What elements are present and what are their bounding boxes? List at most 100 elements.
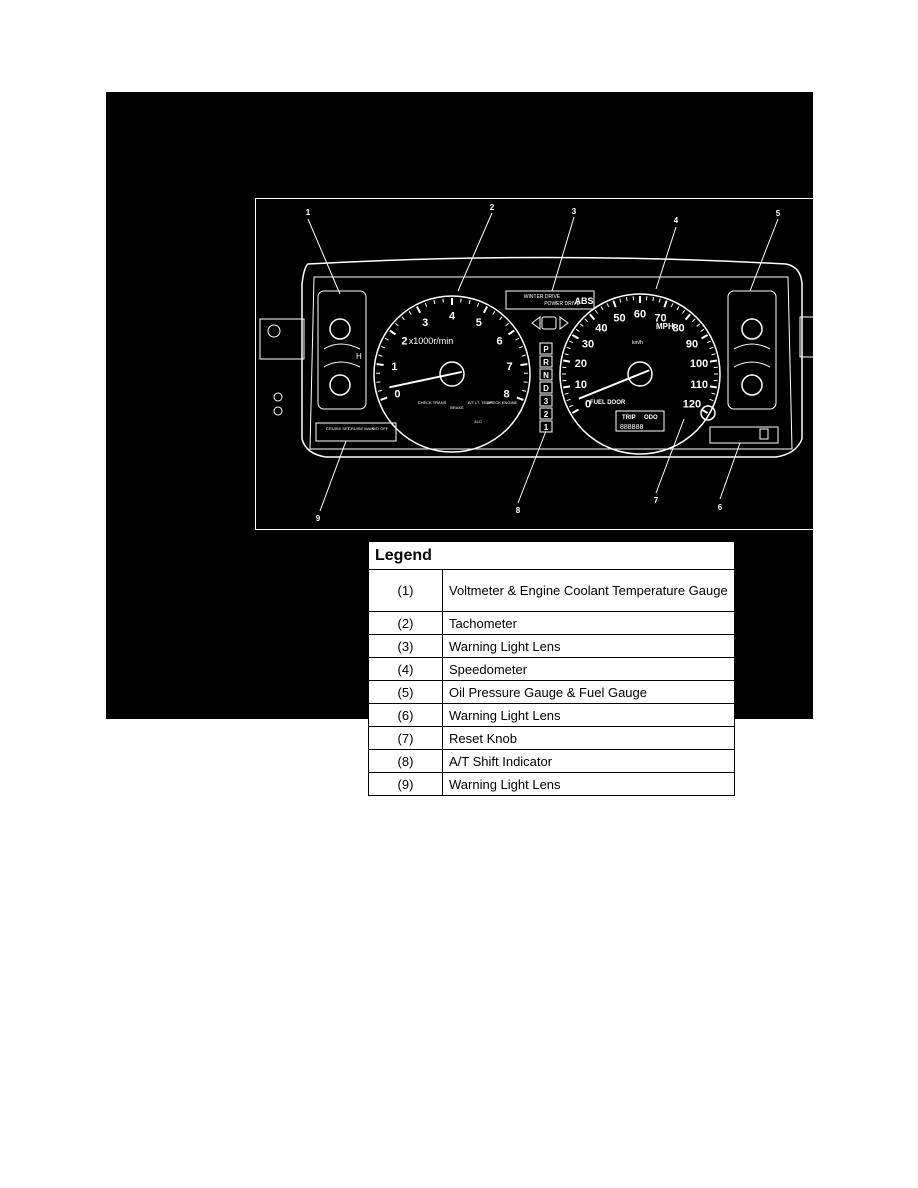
- tach-minor-tick: [424, 302, 428, 307]
- turn-left-arrow-icon: [531, 316, 541, 330]
- odo-label: ODO: [644, 415, 658, 421]
- reset-knob[interactable]: [700, 405, 716, 421]
- legend-label: Warning Light Lens: [442, 703, 735, 727]
- shift-position-box: [539, 368, 553, 381]
- tach-tick-label: 3: [422, 317, 428, 329]
- high-beam-icon: [541, 316, 557, 330]
- speedo-tick-label: 10: [575, 379, 587, 391]
- warning-light-label: BRAKE: [450, 405, 464, 410]
- tach-unit-label: x1000r/min: [409, 336, 454, 346]
- legend-num: (6): [368, 703, 443, 727]
- odometer-display: [615, 410, 665, 432]
- tach-tick-label: 0: [394, 389, 400, 401]
- speedo-major-tick: [684, 313, 691, 321]
- tach-minor-tick: [384, 337, 389, 341]
- tach-minor-tick: [468, 300, 471, 305]
- speedo-major-tick: [709, 359, 717, 363]
- speedo-tick-label: 50: [613, 312, 625, 324]
- speedo-minor-tick: [564, 353, 569, 356]
- right-screw: [815, 406, 825, 416]
- shift-position-box: [539, 381, 553, 394]
- legend-num: (8): [368, 749, 443, 773]
- fuel-gauge-hub: [741, 374, 763, 396]
- turn-right-arrow-icon: [559, 316, 569, 330]
- legend-num: (4): [368, 657, 443, 681]
- tach-tick-label: 1: [391, 361, 397, 373]
- speedo-minor-tick: [682, 309, 686, 314]
- callout-number: 6: [718, 503, 723, 512]
- cluster-bezel: [309, 276, 793, 450]
- speedo-major-tick: [571, 408, 580, 414]
- tach-major-tick: [507, 329, 515, 336]
- shift-position-label: 2: [544, 410, 549, 419]
- fuel-arc: [733, 361, 771, 368]
- speedo-minor-tick: [658, 298, 661, 303]
- legend-row: (1) Voltmeter & Engine Coolant Temperatu…: [368, 569, 735, 612]
- speedo-tick-label: 110: [690, 379, 708, 391]
- speedo-minor-tick: [670, 303, 674, 308]
- speedo-major-tick: [700, 408, 709, 414]
- right-mount-hole: [817, 322, 831, 336]
- speedo-major-tick: [563, 359, 571, 363]
- mph-label: MPH: [656, 322, 674, 331]
- kmh-label: km/h: [632, 340, 643, 346]
- speedo-tick-label: 70: [654, 312, 666, 324]
- tach-tick-label: 7: [506, 361, 512, 373]
- tach-minor-tick: [492, 310, 496, 315]
- shift-position-label: 1: [544, 423, 549, 432]
- tach-tick-label: 4: [449, 311, 456, 323]
- fuel-door-label: FUEL DOOR: [590, 400, 626, 406]
- speedo-minor-tick: [569, 340, 574, 344]
- callout-number: 5: [776, 209, 781, 218]
- speedo-major-tick: [700, 334, 709, 340]
- speedo-minor-tick: [706, 340, 711, 344]
- coolant-arc: [323, 361, 361, 368]
- tach-minor-tick: [401, 316, 405, 321]
- speedo-tick-label: 80: [672, 323, 684, 335]
- speedo-minor-tick: [566, 346, 571, 350]
- speedo-minor-tick: [619, 298, 622, 303]
- speedo-hub: [627, 361, 653, 387]
- speedo-tick-label: 20: [575, 358, 587, 370]
- tach-minor-tick: [518, 345, 524, 349]
- shift-position-box: [539, 394, 553, 407]
- left-gauge-pod: [317, 290, 367, 410]
- speedo-tick-label: 0: [585, 399, 591, 411]
- speedo-major-tick: [612, 300, 617, 308]
- speedo-tick-label: 100: [690, 358, 708, 370]
- callout-number: 1: [306, 208, 311, 217]
- speedo-minor-tick: [625, 297, 628, 302]
- callout-number: 2: [490, 203, 495, 212]
- speedo-tick-label: 40: [595, 323, 607, 335]
- speedo-minor-tick: [569, 404, 574, 408]
- speedo-minor-tick: [709, 398, 714, 402]
- top-warning-lens: [505, 290, 595, 310]
- voltmeter-arc: [323, 343, 361, 350]
- callout-number: 3: [572, 207, 577, 216]
- legend-row: (6) Warning Light Lens: [368, 703, 735, 727]
- winter-drive-label: WINTER DRIVE: [524, 294, 561, 300]
- speedo-tick-label: 90: [686, 339, 698, 351]
- tach-minor-tick: [433, 300, 436, 305]
- legend-title: Legend: [368, 541, 735, 570]
- warning-light-label: 4LO: [474, 419, 482, 424]
- tach-major-tick: [389, 329, 397, 336]
- speedo-major-tick: [571, 334, 580, 340]
- callout-number: 8: [516, 506, 521, 515]
- tach-major-tick: [376, 363, 384, 366]
- speedo-needle: [578, 369, 650, 400]
- speedo-tick-label: 60: [634, 309, 646, 321]
- cruise-set-label: CRUISE SET: [326, 426, 351, 431]
- tach-minor-tick: [377, 389, 382, 392]
- tach-minor-tick: [515, 337, 520, 341]
- left-screw: [273, 392, 283, 402]
- tach-hub: [439, 361, 465, 387]
- legend-label: A/T Shift Indicator: [442, 749, 735, 773]
- left-mount-hole: [267, 324, 281, 338]
- speedo-minor-tick: [700, 328, 705, 332]
- speedo-minor-tick: [691, 318, 696, 323]
- tach-major-tick: [482, 306, 488, 314]
